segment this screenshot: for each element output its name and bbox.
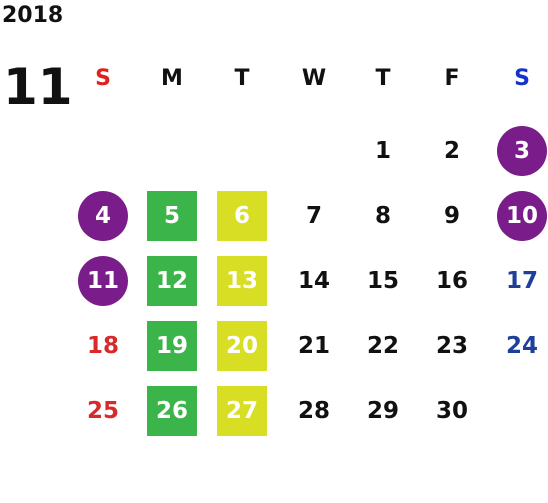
year-label: 2018 bbox=[2, 3, 64, 28]
day-cell[interactable]: 12 bbox=[147, 256, 197, 306]
day-cell[interactable]: 23 bbox=[435, 333, 468, 359]
day-cell[interactable]: 17 bbox=[505, 268, 538, 294]
day-cell[interactable]: 24 bbox=[505, 333, 538, 359]
day-cell[interactable]: 9 bbox=[443, 203, 460, 229]
month-label: 11 bbox=[3, 58, 73, 116]
weekday-header: T bbox=[375, 66, 391, 91]
day-cell[interactable]: 10 bbox=[497, 191, 547, 241]
day-cell[interactable]: 13 bbox=[217, 256, 267, 306]
weekday-header: T bbox=[234, 66, 250, 91]
day-cell[interactable]: 30 bbox=[435, 398, 468, 424]
day-cell[interactable]: 28 bbox=[297, 398, 330, 424]
weekday-header: S bbox=[95, 66, 111, 91]
day-cell[interactable]: 2 bbox=[443, 138, 460, 164]
day-cell[interactable]: 15 bbox=[366, 268, 399, 294]
day-cell[interactable]: 26 bbox=[147, 386, 197, 436]
day-cell[interactable]: 18 bbox=[86, 333, 119, 359]
day-cell[interactable]: 16 bbox=[435, 268, 468, 294]
day-cell[interactable]: 29 bbox=[366, 398, 399, 424]
day-cell[interactable]: 6 bbox=[217, 191, 267, 241]
day-cell[interactable]: 25 bbox=[86, 398, 119, 424]
day-cell[interactable]: 22 bbox=[366, 333, 399, 359]
day-cell[interactable]: 11 bbox=[78, 256, 128, 306]
day-cell[interactable]: 14 bbox=[297, 268, 330, 294]
day-cell[interactable]: 1 bbox=[374, 138, 391, 164]
weekday-header: M bbox=[161, 66, 183, 91]
weekday-header: S bbox=[514, 66, 530, 91]
day-cell[interactable]: 5 bbox=[147, 191, 197, 241]
day-cell[interactable]: 4 bbox=[78, 191, 128, 241]
day-cell[interactable]: 21 bbox=[297, 333, 330, 359]
day-cell[interactable]: 19 bbox=[147, 321, 197, 371]
day-cell[interactable]: 27 bbox=[217, 386, 267, 436]
day-cell[interactable]: 3 bbox=[497, 126, 547, 176]
day-cell[interactable]: 7 bbox=[305, 203, 322, 229]
day-cell[interactable]: 8 bbox=[374, 203, 391, 229]
weekday-header: W bbox=[301, 66, 327, 91]
weekday-header: F bbox=[444, 66, 460, 91]
day-cell[interactable]: 20 bbox=[217, 321, 267, 371]
